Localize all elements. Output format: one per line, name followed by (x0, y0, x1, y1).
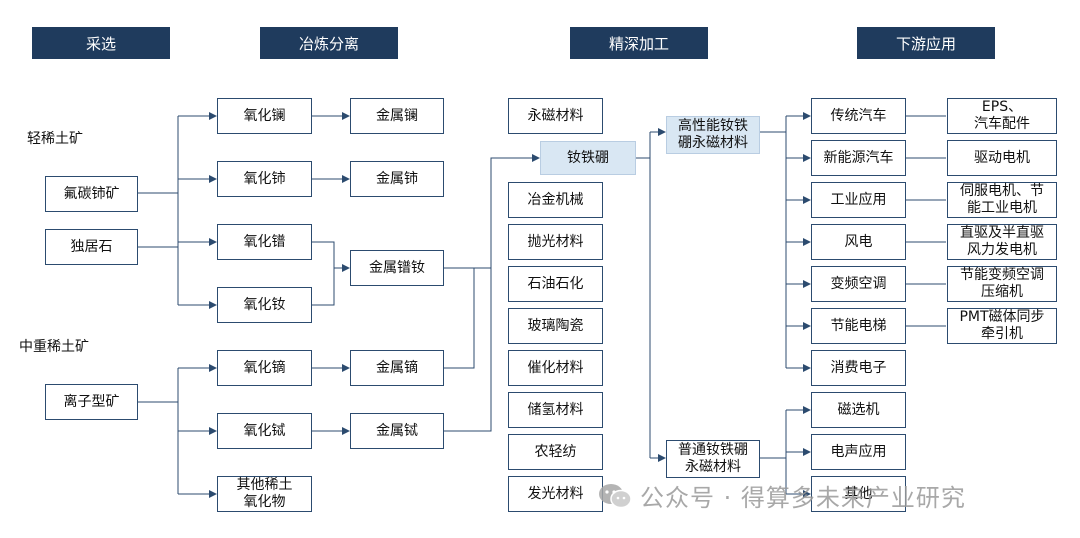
ore-ionic-clay: 离子型矿 (45, 384, 138, 420)
comp-wind-generator: 直驱及半直驱 风力发电机 (947, 224, 1057, 260)
wechat-icon (598, 483, 632, 509)
oxide-praseodymium: 氧化镨 (217, 224, 312, 260)
oxide-other: 其他稀土 氧化物 (217, 476, 312, 512)
oxide-neodymium: 氧化钕 (217, 287, 312, 323)
comp-ac-compressor: 节能变频空调 压缩机 (947, 266, 1057, 302)
comp-drive-motor: 驱动电机 (947, 140, 1057, 176)
proc-metallurgy: 冶金机械 (508, 182, 603, 218)
app-inverter-ac: 变频空调 (811, 266, 906, 302)
proc-hydrogen-storage: 储氢材料 (508, 392, 603, 428)
app-other: 其他 (811, 476, 906, 512)
oxide-terbium: 氧化铽 (217, 413, 312, 449)
metal-prnd: 金属镨钕 (350, 250, 444, 286)
app-nev: 新能源汽车 (811, 140, 906, 176)
header-processing: 精深加工 (570, 27, 708, 59)
header-downstream: 下游应用 (857, 27, 995, 59)
proc-catalyst: 催化材料 (508, 350, 603, 386)
proc-textile: 农轻纺 (508, 434, 603, 470)
watermark-text: 公众号 · 得算多未来产业研究 (640, 484, 966, 512)
oxide-dysprosium: 氧化镝 (217, 350, 312, 386)
proc-petrochemical: 石油石化 (508, 266, 603, 302)
app-wind-power: 风电 (811, 224, 906, 260)
label-heavy-rare-earth: 中重稀土矿 (19, 339, 89, 355)
oxide-lanthanum: 氧化镧 (217, 98, 312, 134)
header-mining: 采选 (32, 27, 170, 59)
header-smelting: 冶炼分离 (260, 27, 398, 59)
app-consumer-electronics: 消费电子 (811, 350, 906, 386)
proc-polishing: 抛光材料 (508, 224, 603, 260)
metal-cerium: 金属铈 (350, 161, 444, 197)
proc-luminescent: 发光材料 (508, 476, 603, 512)
metal-terbium: 金属铽 (350, 413, 444, 449)
app-industrial: 工业应用 (811, 182, 906, 218)
watermark: 公众号 · 得算多未来产业研究 (598, 478, 966, 513)
ore-monazite: 独居石 (45, 229, 138, 265)
ore-bastnaesite: 氟碳铈矿 (45, 176, 138, 212)
metal-lanthanum: 金属镧 (350, 98, 444, 134)
label-light-rare-earth: 轻稀土矿 (27, 131, 83, 147)
proc-ndfeb: 钕铁硼 (540, 141, 636, 175)
app-electroacoustic: 电声应用 (811, 434, 906, 470)
comp-traction-machine: PMT磁体同步 牵引机 (947, 308, 1057, 344)
oxide-cerium: 氧化铈 (217, 161, 312, 197)
metal-dysprosium: 金属镝 (350, 350, 444, 386)
app-traditional-auto: 传统汽车 (811, 98, 906, 134)
proc-permanent-magnet: 永磁材料 (508, 98, 603, 134)
ndfeb-high-performance: 高性能钕铁 硼永磁材料 (666, 116, 760, 154)
app-magnetic-separator: 磁选机 (811, 392, 906, 428)
app-elevator: 节能电梯 (811, 308, 906, 344)
comp-eps: EPS、 汽车配件 (947, 98, 1057, 134)
comp-servo-motor: 伺服电机、节 能工业电机 (947, 182, 1057, 218)
proc-glass-ceramics: 玻璃陶瓷 (508, 308, 603, 344)
ndfeb-normal: 普通钕铁硼 永磁材料 (666, 440, 760, 478)
